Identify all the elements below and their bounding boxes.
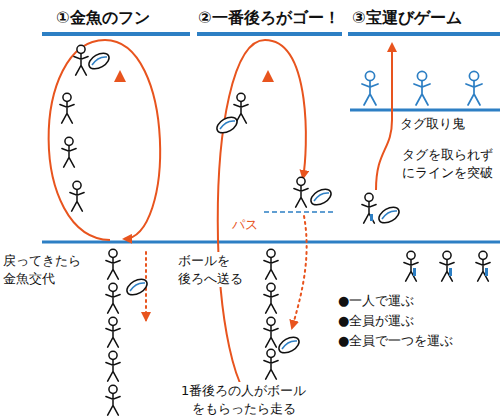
- stick-figure: [264, 249, 278, 279]
- panel-heading: ③宝運びゲーム: [352, 8, 462, 27]
- run-arrow: [376, 44, 392, 190]
- stick-figure: [106, 317, 120, 347]
- stick-figure: [362, 193, 376, 223]
- bullet-item: ●全員で一つを運ぶ: [338, 332, 453, 350]
- ball: [124, 276, 150, 298]
- stick-figure: [264, 317, 278, 347]
- direction-triangle: [262, 70, 274, 82]
- pass-label: パス: [232, 216, 258, 234]
- heading-rule: [348, 32, 500, 36]
- ground-line: [42, 241, 500, 244]
- stick-figure: [294, 177, 308, 207]
- bullet-item: ●全員が運ぶ: [338, 312, 414, 330]
- stick-figure: [440, 251, 454, 281]
- heading-rule: [197, 32, 342, 36]
- tag: [485, 268, 488, 276]
- panel-2-art: [214, 40, 336, 406]
- loop-arrow: [49, 40, 161, 240]
- stick-figure: [476, 251, 490, 281]
- note-label: ボールを 後ろへ送る: [178, 252, 244, 287]
- panel-heading: ①金魚のフン: [56, 8, 150, 27]
- loop-arrow: [218, 40, 306, 406]
- stick-figure: [264, 283, 278, 313]
- stick-figure: [106, 249, 120, 279]
- stick-figure: [404, 251, 418, 281]
- ball: [86, 50, 112, 72]
- tag-taker-figure: [414, 71, 430, 105]
- direction-triangle: [114, 70, 126, 82]
- note-label: タグを取られず にラインを突破: [402, 146, 494, 181]
- stick-figure: [106, 385, 120, 415]
- stick-figure: [264, 349, 278, 379]
- tag: [370, 214, 373, 221]
- panel-1-art: [49, 40, 161, 415]
- stick-figure: [60, 93, 74, 123]
- stick-figure: [70, 181, 84, 211]
- blue-rules: [42, 34, 500, 242]
- ball: [214, 114, 240, 136]
- dashed-line: [264, 211, 336, 213]
- tag-taker-figure: [466, 71, 482, 105]
- tag-line: [350, 109, 500, 112]
- bullet-item: ●一人で運ぶ: [338, 292, 414, 310]
- note-label: タグ取り鬼: [400, 115, 465, 133]
- tag: [449, 268, 452, 276]
- note-label: 戻ってきたら 金魚交代: [3, 252, 85, 287]
- ball: [376, 204, 402, 226]
- stick-figure: [74, 45, 88, 75]
- tag-taker-figure: [362, 71, 378, 105]
- stick-figure: [106, 283, 120, 313]
- ball: [276, 334, 302, 356]
- stick-figure: [106, 351, 120, 381]
- tag: [413, 268, 416, 276]
- ball: [308, 186, 334, 208]
- panel-heading: ②一番後ろがゴー！: [198, 8, 340, 27]
- note-label: 1番後ろの人がボール をもらったら走る: [180, 382, 307, 417]
- heading-rule: [42, 32, 190, 36]
- dotted-arrow: [292, 216, 307, 328]
- stick-figure: [62, 137, 76, 167]
